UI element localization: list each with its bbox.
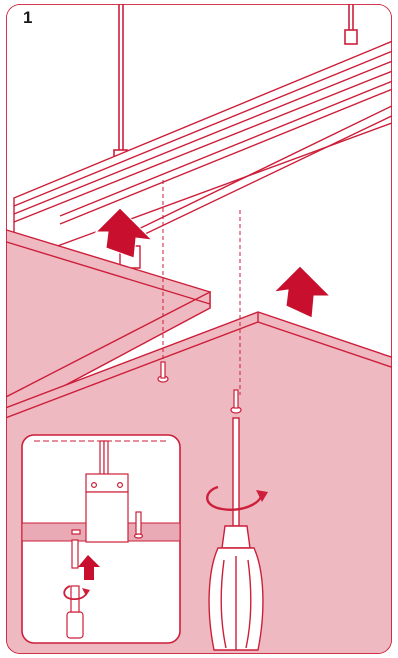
light-profile-rail [14, 38, 398, 268]
detail-inset [22, 435, 180, 643]
step-number: 1 [23, 8, 32, 28]
